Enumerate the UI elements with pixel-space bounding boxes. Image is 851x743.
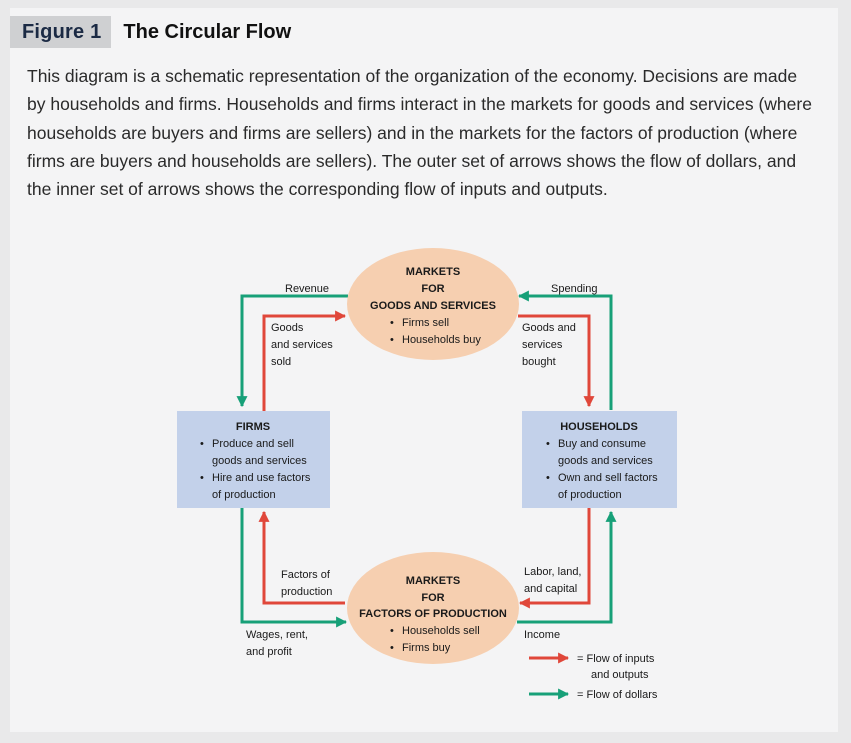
wages-label-line1: Wages, rent,	[246, 629, 308, 641]
revenue-arrow	[236, 294, 348, 408]
households-bullet-dot: •	[546, 472, 550, 484]
firms-bullet1-line1: Produce and sell	[212, 438, 294, 450]
goods-bought-label-line3: bought	[522, 356, 556, 368]
firms-bullet2-line1: Hire and use factors	[212, 472, 311, 484]
figure-caption: This diagram is a schematic representati…	[27, 66, 812, 200]
households-bullet2-line1: Own and sell factors	[558, 472, 658, 484]
households-bullet1-line2: goods and services	[558, 455, 653, 467]
factors-label-line1: Factors of	[281, 569, 331, 581]
goods-sold-label-line2: and services	[271, 339, 333, 351]
legend-dollars: = Flow of dollars	[577, 689, 658, 701]
spending-label: Spending	[551, 283, 598, 295]
factor-market-line1: MARKETS	[406, 575, 460, 587]
labor-label-line1: Labor, land,	[524, 566, 582, 578]
factor-market-bullet-dot: •	[390, 625, 394, 637]
wages-label-line2: and profit	[246, 646, 292, 658]
households-title: HOUSEHOLDS	[560, 421, 638, 433]
goods-sold-label-line3: sold	[271, 356, 291, 368]
figure-header: Figure 1 The Circular Flow	[10, 16, 291, 48]
goods-market-bullet2: Households buy	[402, 334, 481, 346]
goods-sold-label-line1: Goods	[271, 322, 304, 334]
firms-bullet-dot: •	[200, 472, 204, 484]
goods-bought-label-line1: Goods and	[522, 322, 576, 334]
firms-box-rect	[177, 411, 330, 508]
firms-bullet1-line2: goods and services	[212, 455, 307, 467]
factor-market-line2: FOR	[421, 592, 444, 604]
goods-bought-arrow	[518, 314, 595, 408]
factors-market: MARKETS FOR FACTORS OF PRODUCTION • Hous…	[347, 552, 519, 664]
goods-services-market: MARKETS FOR GOODS AND SERVICES • Firms s…	[347, 248, 519, 360]
goods-sold-arrow	[262, 310, 347, 412]
labor-arrow	[518, 508, 591, 609]
firms-title: FIRMS	[236, 421, 270, 433]
factor-market-ellipse	[347, 552, 519, 664]
figure-title: The Circular Flow	[123, 21, 292, 43]
legend-inputs-line1: = Flow of inputs	[577, 653, 655, 665]
goods-market-ellipse	[347, 248, 519, 360]
income-arrow	[517, 510, 617, 624]
income-label: Income	[524, 629, 560, 641]
factor-market-line3: FACTORS OF PRODUCTION	[359, 608, 507, 620]
legend-inputs-line2: and outputs	[591, 669, 649, 681]
revenue-label: Revenue	[285, 283, 329, 295]
goods-market-line1: MARKETS	[406, 266, 460, 278]
factor-market-bullet2: Firms buy	[402, 642, 451, 654]
legend: = Flow of inputs and outputs = Flow of d…	[529, 652, 658, 701]
spending-arrow	[517, 290, 613, 410]
factor-market-bullet-dot: •	[390, 642, 394, 654]
households-bullet-dot: •	[546, 438, 550, 450]
goods-bought-label-line2: services	[522, 339, 563, 351]
goods-market-bullet-dot: •	[390, 317, 394, 329]
wages-arrow	[240, 508, 348, 628]
labor-label-line2: and capital	[524, 583, 577, 595]
goods-market-bullet1: Firms sell	[402, 317, 449, 329]
factors-arrow	[258, 510, 345, 605]
firms-bullet-dot: •	[200, 438, 204, 450]
factors-label-line2: production	[281, 586, 332, 598]
goods-market-line2: FOR	[421, 283, 444, 295]
factor-market-bullet1: Households sell	[402, 625, 480, 637]
firms-box: FIRMS • Produce and sell goods and servi…	[177, 411, 330, 508]
firms-bullet2-line2: of production	[212, 489, 276, 501]
households-bullet1-line1: Buy and consume	[558, 438, 646, 450]
households-bullet2-line2: of production	[558, 489, 622, 501]
goods-market-bullet-dot: •	[390, 334, 394, 346]
households-box-rect	[522, 411, 677, 508]
figure-label: Figure 1	[10, 16, 112, 48]
goods-market-line3: GOODS AND SERVICES	[370, 300, 496, 312]
households-box: HOUSEHOLDS • Buy and consume goods and s…	[522, 411, 677, 508]
